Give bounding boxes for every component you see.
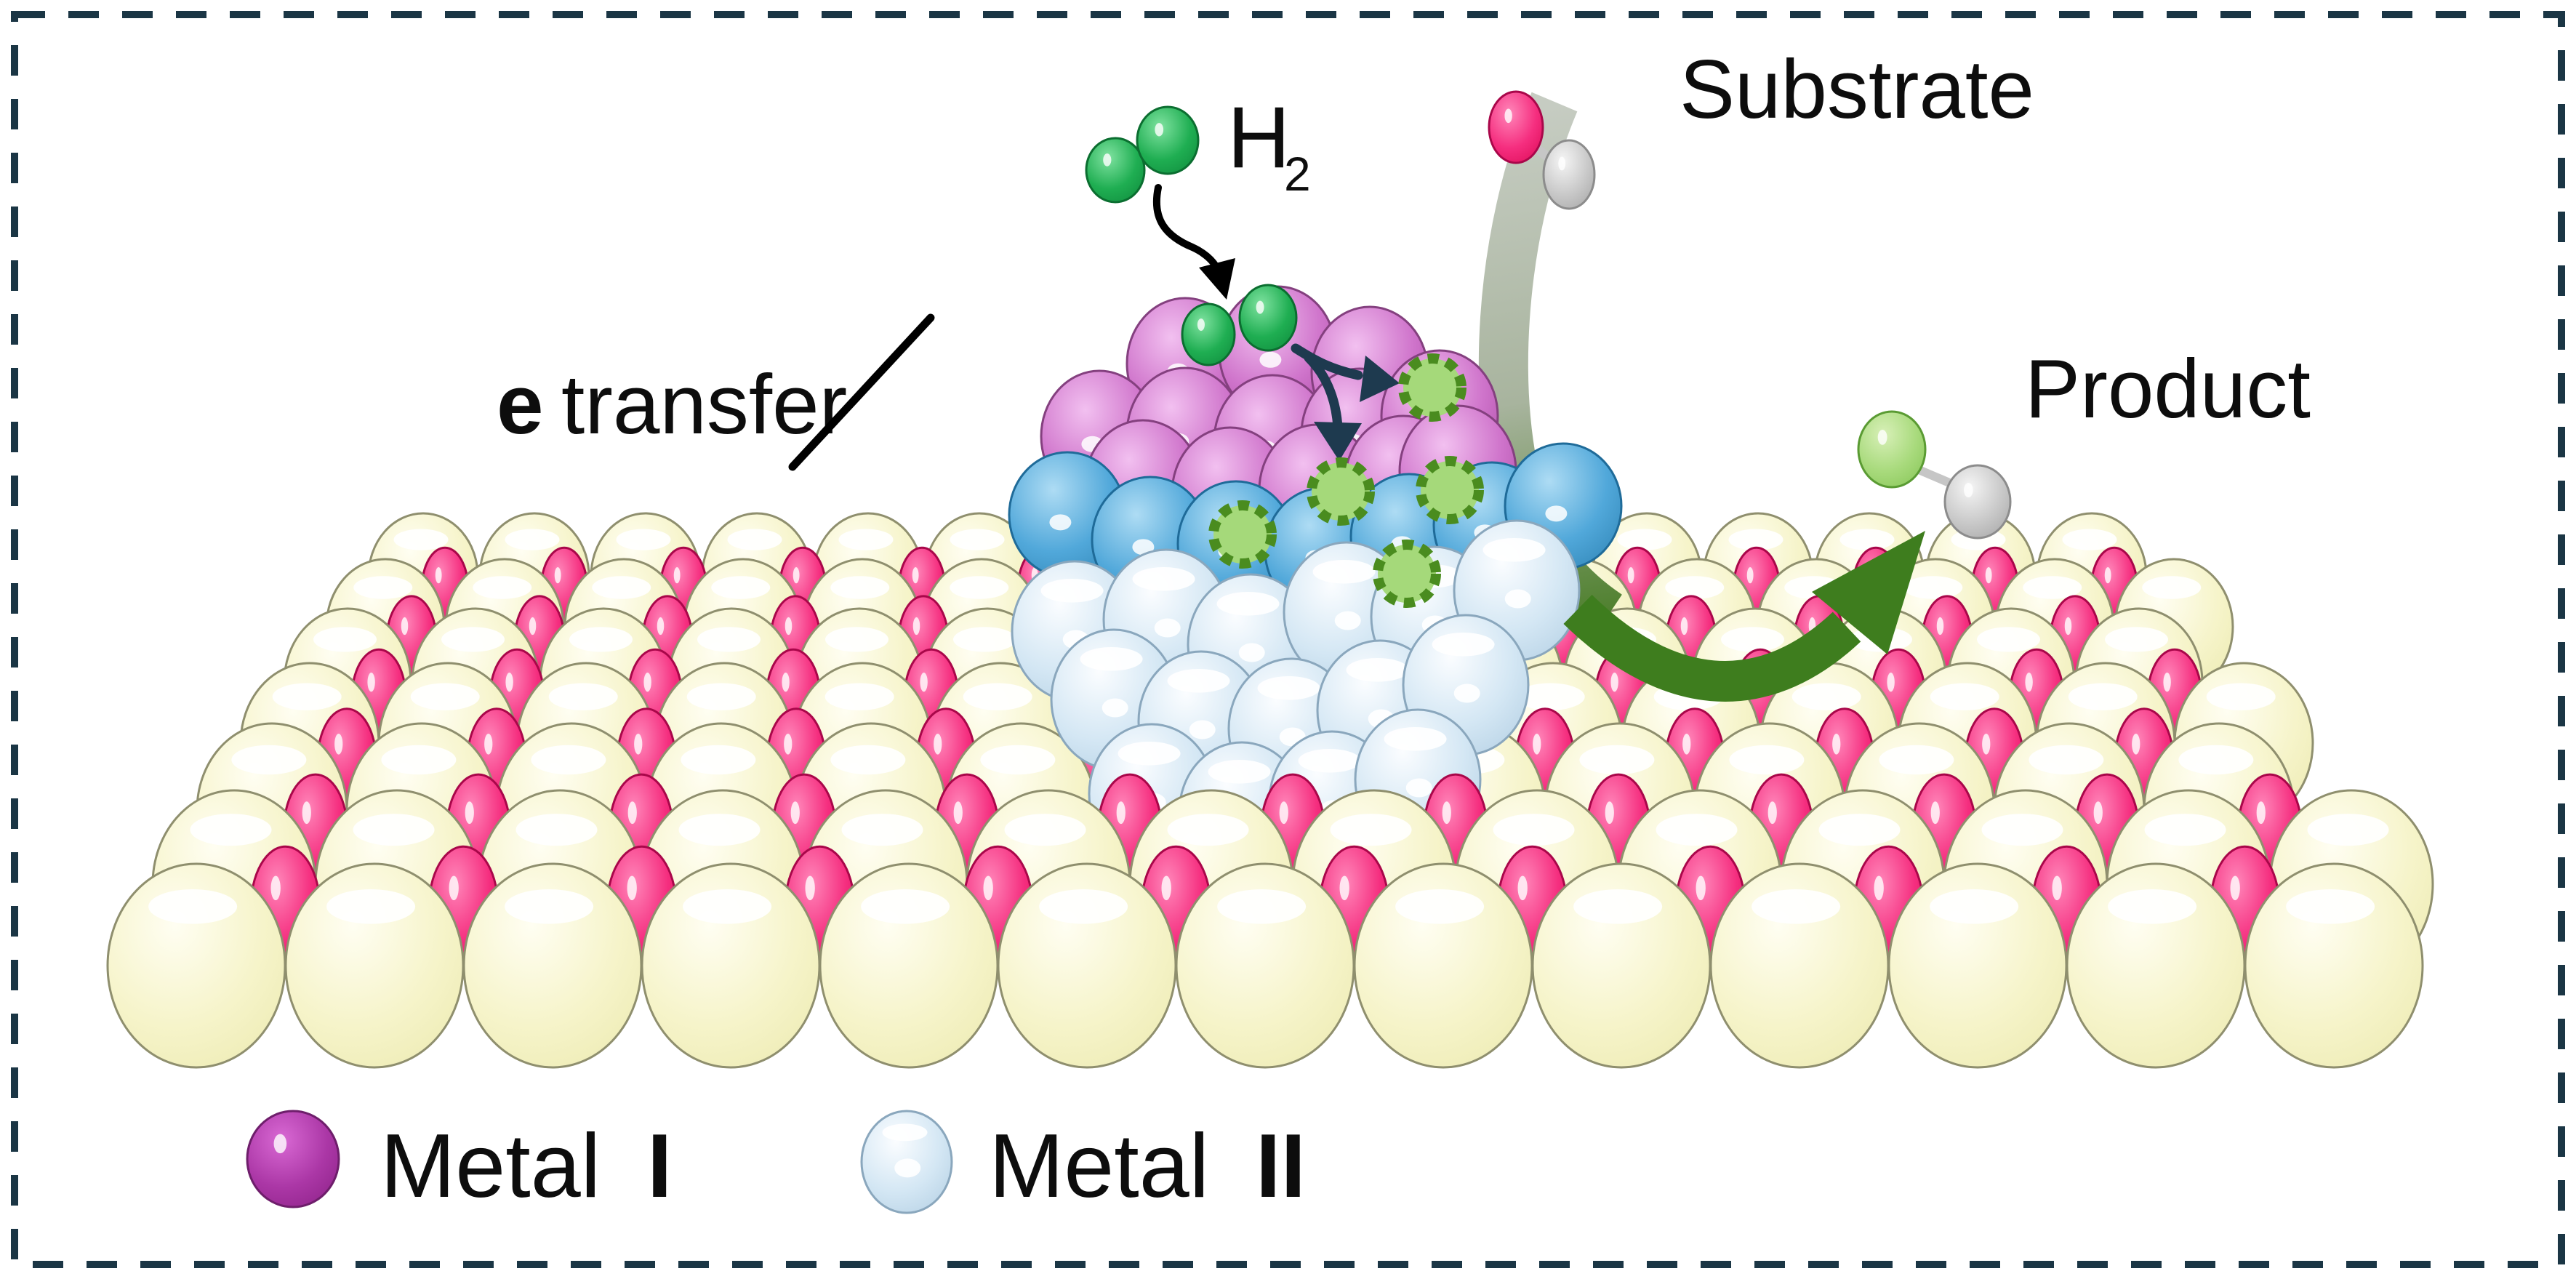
hydrogen-atom bbox=[1085, 137, 1146, 204]
support-atom-large bbox=[997, 862, 1177, 1069]
spillover-h-site bbox=[1307, 457, 1375, 526]
support-atom-large bbox=[1709, 862, 1890, 1069]
product-release-arrow bbox=[1563, 531, 1925, 702]
legend-metal2-numeral: II bbox=[1256, 1116, 1306, 1216]
e-transfer-line bbox=[788, 313, 935, 471]
support-atom-large bbox=[284, 862, 465, 1069]
dashed-border bbox=[11, 11, 2565, 1268]
spillover-h-site bbox=[1208, 500, 1277, 569]
hydrogen-atom bbox=[1136, 105, 1200, 175]
product-arrow-shaft bbox=[1563, 594, 1861, 702]
spillover-h-site bbox=[1398, 353, 1466, 422]
support-atom-large bbox=[462, 862, 643, 1069]
substrate-atom bbox=[1542, 139, 1596, 210]
labels: H 2 Substrate Product e transfer Metal I… bbox=[380, 44, 2311, 1216]
e-transfer-label-rest: transfer bbox=[561, 357, 847, 452]
spillover-arrow-right bbox=[1291, 343, 1363, 380]
molecules bbox=[1085, 90, 2012, 540]
substrate-atom bbox=[1488, 90, 1544, 164]
h2-molecule bbox=[1085, 105, 1200, 204]
product-molecule bbox=[1857, 410, 2012, 540]
spillover-h-site bbox=[1416, 456, 1484, 524]
support-atom-large bbox=[1175, 862, 1355, 1069]
hydrogen-atom bbox=[1181, 302, 1236, 366]
legend-metal2-label: Metal bbox=[989, 1116, 1209, 1216]
hydrogen-spillover-sites bbox=[1208, 353, 1484, 608]
spillover-arrow-down-head bbox=[1314, 422, 1362, 461]
legend-metal1-label: Metal bbox=[380, 1116, 601, 1216]
support-atom-large bbox=[2066, 862, 2246, 1069]
reaction-arrows bbox=[1152, 184, 1400, 461]
support-atom-large bbox=[1887, 862, 2068, 1069]
support-lattice-front bbox=[106, 773, 2434, 1069]
h2-label-subscript: 2 bbox=[1284, 147, 1311, 201]
support-atom-large bbox=[641, 862, 821, 1069]
product-label: Product bbox=[2025, 343, 2311, 436]
spillover-arrow-right-head bbox=[1360, 356, 1400, 402]
support-atom-large bbox=[819, 862, 999, 1069]
product-atom bbox=[1943, 464, 2012, 540]
legend-metal1-marker bbox=[246, 1110, 340, 1208]
product-atom bbox=[1857, 410, 1927, 489]
legend-metal1-numeral: I bbox=[647, 1116, 672, 1216]
h2-adsorption-arrow-head bbox=[1199, 258, 1235, 300]
spillover-arrow-down bbox=[1304, 353, 1343, 433]
substrate-molecule bbox=[1488, 90, 1596, 210]
support-atom-large bbox=[1531, 862, 1712, 1069]
substrate-label: Substrate bbox=[1680, 44, 2034, 136]
support-atom-large bbox=[106, 862, 286, 1069]
e-transfer-label-e: e bbox=[497, 357, 544, 452]
spillover-h-site bbox=[1373, 540, 1441, 608]
h2-label: H bbox=[1227, 89, 1291, 186]
legend-metal2-marker bbox=[860, 1110, 953, 1214]
product-arrow-head bbox=[1812, 531, 1925, 654]
support-atom-large bbox=[1353, 862, 1533, 1069]
legend-markers bbox=[246, 1110, 953, 1214]
support-atom-large bbox=[2244, 862, 2424, 1069]
hydrogen-atom bbox=[1238, 284, 1298, 352]
